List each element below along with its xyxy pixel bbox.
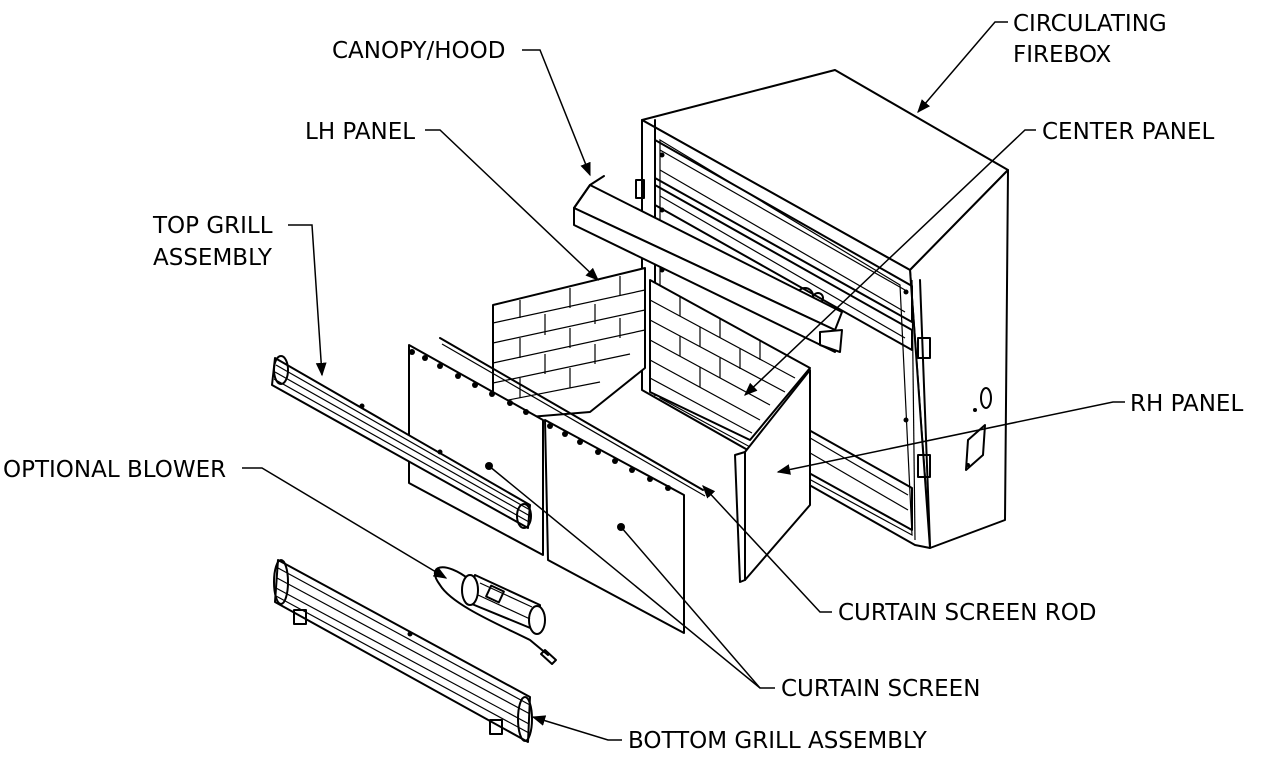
label-top-grill-2: ASSEMBLY xyxy=(153,245,273,271)
rh-panel xyxy=(734,369,811,583)
label-curtain-screen-rod: CURTAIN SCREEN ROD xyxy=(838,600,1097,626)
leader-lines xyxy=(242,21,1125,741)
label-bottom-grill-assembly: BOTTOM GRILL ASSEMBLY xyxy=(628,728,928,754)
lh-panel xyxy=(492,267,646,421)
label-curtain-screen: CURTAIN SCREEN xyxy=(781,676,980,702)
label-optional-blower: OPTIONAL BLOWER xyxy=(3,457,226,483)
label-top-grill-1: TOP GRILL xyxy=(152,213,273,239)
optional-blower xyxy=(433,566,557,665)
label-lh-panel: LH PANEL xyxy=(305,119,415,145)
canopy-hood xyxy=(573,175,843,353)
label-rh-panel: RH PANEL xyxy=(1130,391,1243,417)
curtain-screen-rod xyxy=(439,337,706,497)
label-canopy-hood: CANOPY/HOOD xyxy=(332,38,505,64)
curtain-screen-right xyxy=(544,419,685,634)
center-panel xyxy=(649,279,811,441)
label-center-panel: CENTER PANEL xyxy=(1042,119,1215,145)
bottom-grill-assembly xyxy=(273,559,533,743)
label-circulating-firebox-1: CIRCULATING xyxy=(1013,11,1167,37)
top-grill-assembly xyxy=(271,355,532,529)
label-circulating-firebox-2: FIREBOX xyxy=(1013,42,1112,68)
circulating-firebox xyxy=(635,69,1009,549)
